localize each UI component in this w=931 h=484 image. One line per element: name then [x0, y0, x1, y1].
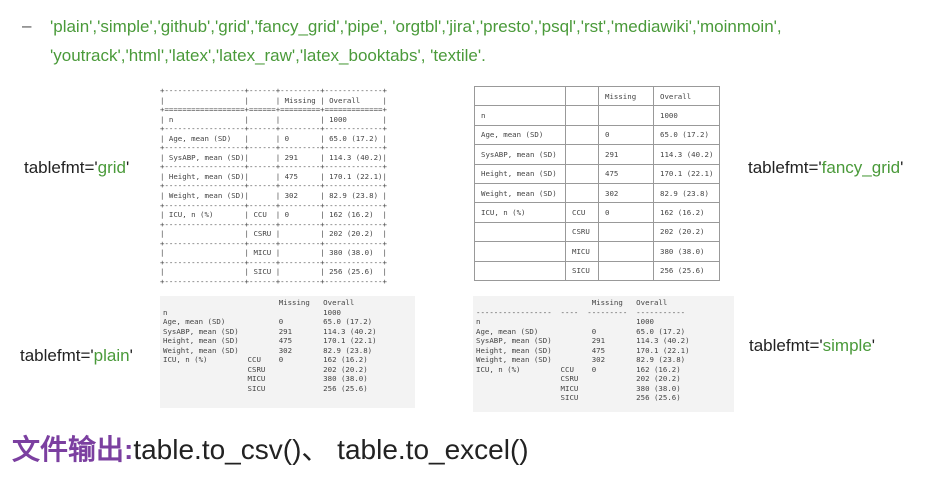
fancy-table-cell: [565, 163, 599, 184]
fancy-table-cell: SICU: [565, 260, 599, 281]
fancy-table-cell: 170.1 (22.1): [652, 163, 721, 184]
fancy-table-row: n 1000: [474, 105, 721, 126]
fancy-table-cell: [474, 241, 566, 262]
fancy-table-cell: [565, 182, 599, 204]
fancy-table-cell: [565, 144, 599, 165]
fancy-table-cell: 0: [598, 202, 654, 223]
fancy-table-cell: 114.3 (40.2): [652, 144, 721, 165]
fancy-table-cell: 380 (38.0): [652, 241, 721, 262]
fancy-table-cell: Weight, mean (SD): [474, 182, 566, 204]
fancy-table-cell: SysABP, mean (SD): [474, 144, 566, 165]
fancy-table-cell: ICU, n (%): [474, 202, 566, 223]
fancy-table-cell: [565, 124, 599, 146]
fancy-table-cell: Overall: [652, 85, 721, 107]
simple-table-example: Missing Overall ----------------- ---- -…: [476, 298, 690, 403]
fancy-table-cell: MICU: [565, 241, 599, 262]
fancy-table-cell: 162 (16.2): [652, 202, 721, 223]
fancy-table-cell: CSRU: [565, 221, 599, 243]
fancy-table-row: CSRU 202 (20.2): [474, 221, 721, 243]
fancy-table-cell: n: [474, 105, 566, 126]
bullet-dash: –: [22, 16, 32, 35]
grid-table-example: +------------------+------+---------+---…: [160, 86, 387, 286]
label-fancy-grid: tablefmt='fancy_grid': [748, 158, 904, 177]
fancy-table-cell: [598, 241, 654, 262]
fancy-table-cell: 1000: [652, 105, 721, 126]
fancy-table-cell: [565, 85, 599, 107]
fancy-table-cell: 302: [598, 182, 654, 204]
fancy-table-cell: [565, 105, 599, 126]
file-output-line: 文件输出:table.to_csv()、 table.to_excel(): [12, 428, 529, 468]
fancy-table-cell: [474, 260, 566, 281]
fancy-table-cell: [598, 260, 654, 281]
fancy-table-cell: 291: [598, 144, 654, 165]
simple-table-background: [473, 296, 734, 412]
label-simple: tablefmt='simple': [749, 336, 876, 355]
fancy-table-cell: [598, 105, 654, 126]
plain-table-background: [160, 296, 415, 408]
fancy-table-cell: [474, 221, 566, 243]
fancy-table-cell: 0: [598, 124, 654, 146]
fancy-table-cell: Height, mean (SD): [474, 163, 566, 184]
fancy-table-cell: [598, 221, 654, 243]
label-grid: tablefmt='grid': [24, 158, 130, 177]
fancy-table-cell: [474, 85, 566, 107]
fancy-table-row: SICU 256 (25.6): [474, 260, 721, 281]
fancy-table-cell: Age, mean (SD): [474, 124, 566, 146]
fancy-table-cell: 202 (20.2): [652, 221, 721, 243]
fancy-table-cell: 82.9 (23.8): [652, 182, 721, 204]
tablefmt-options-list: 'plain','simple','github','grid','fancy_…: [50, 17, 782, 65]
fancy-table-cell: 256 (25.6): [652, 260, 721, 281]
fancy-table-cell: Missing: [598, 85, 654, 107]
fancy-table-row: MICU 380 (38.0): [474, 241, 721, 262]
fancy-table-cell: 65.0 (17.2): [652, 124, 721, 146]
fancy-table-cell: 475: [598, 163, 654, 184]
file-output-heading: 文件输出:: [12, 434, 134, 465]
file-output-methods: table.to_csv()、 table.to_excel(): [133, 434, 529, 465]
fancy-table-cell: CCU: [565, 202, 599, 223]
label-plain: tablefmt='plain': [20, 346, 133, 365]
plain-table-example: Missing Overall n 1000 Age, mean (SD) 0 …: [163, 298, 377, 393]
